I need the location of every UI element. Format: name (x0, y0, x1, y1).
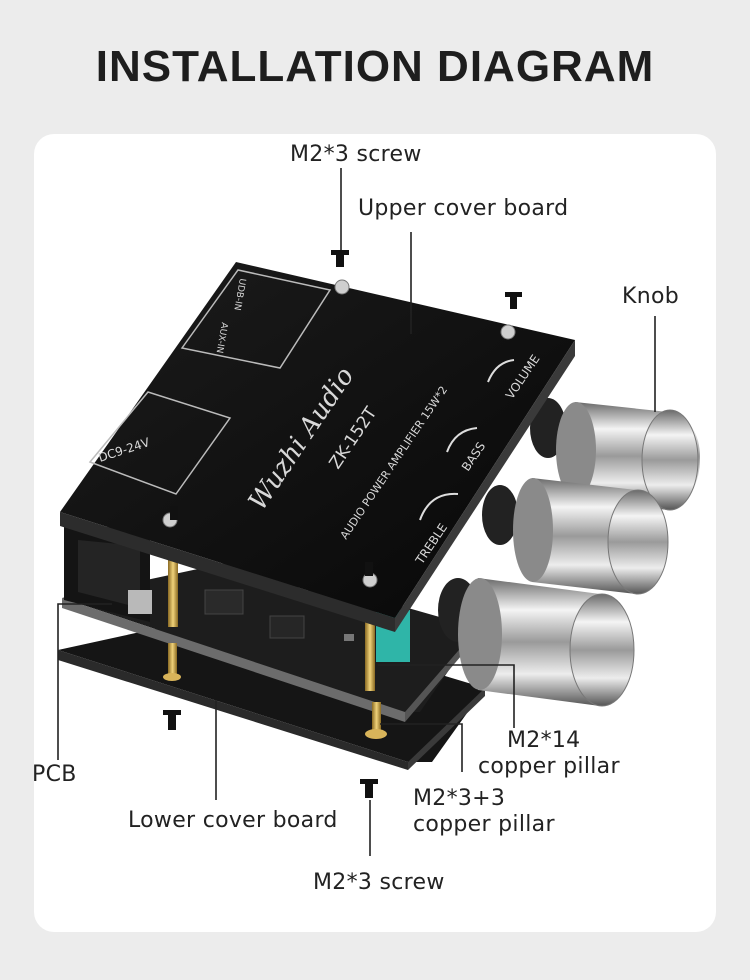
label-lower-cover-board: Lower cover board (128, 808, 338, 833)
knob-group (438, 398, 700, 707)
callout-lines (57, 168, 656, 856)
label-pillar3-line1: M2*3+3 (413, 786, 506, 811)
label-knob: Knob (622, 284, 679, 309)
knob-volume (530, 398, 700, 511)
m2-14-copper-pillar (168, 553, 375, 691)
knob-bass (482, 478, 669, 595)
label-upper-cover-board: Upper cover board (358, 196, 569, 221)
label-pcb: PCB (32, 762, 77, 787)
m2-3-3-copper-pillar (163, 643, 387, 739)
label-screw-bottom: M2*3 screw (313, 870, 445, 895)
knob-treble (438, 578, 635, 707)
label-pillar14-line1: M2*14 (507, 728, 581, 753)
upper-cover-board (60, 262, 575, 632)
power-jack (64, 524, 152, 622)
label-pillar3-line2: copper pillar (413, 812, 555, 837)
bottom-screws (163, 710, 378, 798)
regulator-chip (269, 615, 305, 639)
top-screws (170, 250, 522, 576)
page-title: INSTALLATION DIAGRAM (95, 42, 655, 91)
ic-chip (204, 589, 244, 615)
label-screw-top: M2*3 screw (290, 142, 422, 167)
label-pillar14-line2: copper pillar (478, 754, 620, 779)
